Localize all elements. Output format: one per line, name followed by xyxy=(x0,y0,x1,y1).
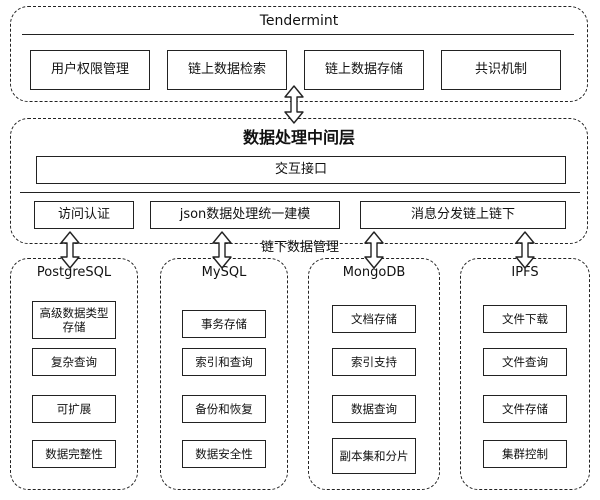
middleware-divider xyxy=(20,192,580,193)
postgresql-item-complex-query: 复杂查询 xyxy=(32,348,116,376)
tendermint-divider xyxy=(22,34,574,35)
mongodb-item-index-support: 索引支持 xyxy=(332,348,416,376)
middleware-title: 数据处理中间层 xyxy=(242,128,355,147)
double-arrow-icon xyxy=(364,231,384,269)
postgresql-item-integrity: 数据完整性 xyxy=(32,440,116,468)
ipfs-title: IPFS xyxy=(511,265,539,280)
ipfs-item-cluster-control: 集群控制 xyxy=(483,440,567,468)
mysql-item-data-security: 数据安全性 xyxy=(182,440,266,468)
double-arrow-icon xyxy=(284,85,304,124)
postgresql-item-extensible: 可扩展 xyxy=(32,395,116,423)
ipfs-item-file-query: 文件查询 xyxy=(483,348,567,376)
tendermint-layer xyxy=(10,6,588,102)
middleware-module-auth: 访问认证 xyxy=(34,201,134,229)
mongodb-title: MongoDB xyxy=(342,265,406,280)
tendermint-module-onchain-storage: 链上数据存储 xyxy=(304,50,424,90)
double-arrow-icon xyxy=(515,231,535,269)
double-arrow-icon xyxy=(212,231,232,269)
ipfs-item-file-storage: 文件存储 xyxy=(483,395,567,423)
middleware-module-json-modeling: json数据处理统一建模 xyxy=(150,201,340,229)
offchain-management-label: 链下数据管理 xyxy=(260,240,339,255)
postgresql-item-advanced-types: 高级数据类型存储 xyxy=(32,301,116,339)
tendermint-module-consensus: 共识机制 xyxy=(441,50,561,90)
mongodb-item-data-query: 数据查询 xyxy=(332,395,416,423)
mysql-item-backup-restore: 备份和恢复 xyxy=(182,395,266,423)
tendermint-module-onchain-retrieval: 链上数据检索 xyxy=(167,50,287,90)
middleware-module-message-dispatch: 消息分发链上链下 xyxy=(360,201,566,229)
middleware-layer xyxy=(10,118,588,244)
interaction-interface: 交互接口 xyxy=(36,156,566,184)
mongodb-item-replica-sharding: 副本集和分片 xyxy=(332,438,416,474)
mysql-item-transaction-storage: 事务存储 xyxy=(182,310,266,338)
tendermint-module-user-permissions: 用户权限管理 xyxy=(30,50,150,90)
mongodb-item-document-storage: 文档存储 xyxy=(332,305,416,333)
tendermint-title: Tendermint xyxy=(259,13,339,29)
mysql-title: MySQL xyxy=(201,265,247,280)
postgresql-title: PostgreSQL xyxy=(36,265,112,280)
ipfs-item-file-download: 文件下载 xyxy=(483,305,567,333)
double-arrow-icon xyxy=(60,231,80,269)
mysql-item-index-query: 索引和查询 xyxy=(182,348,266,376)
